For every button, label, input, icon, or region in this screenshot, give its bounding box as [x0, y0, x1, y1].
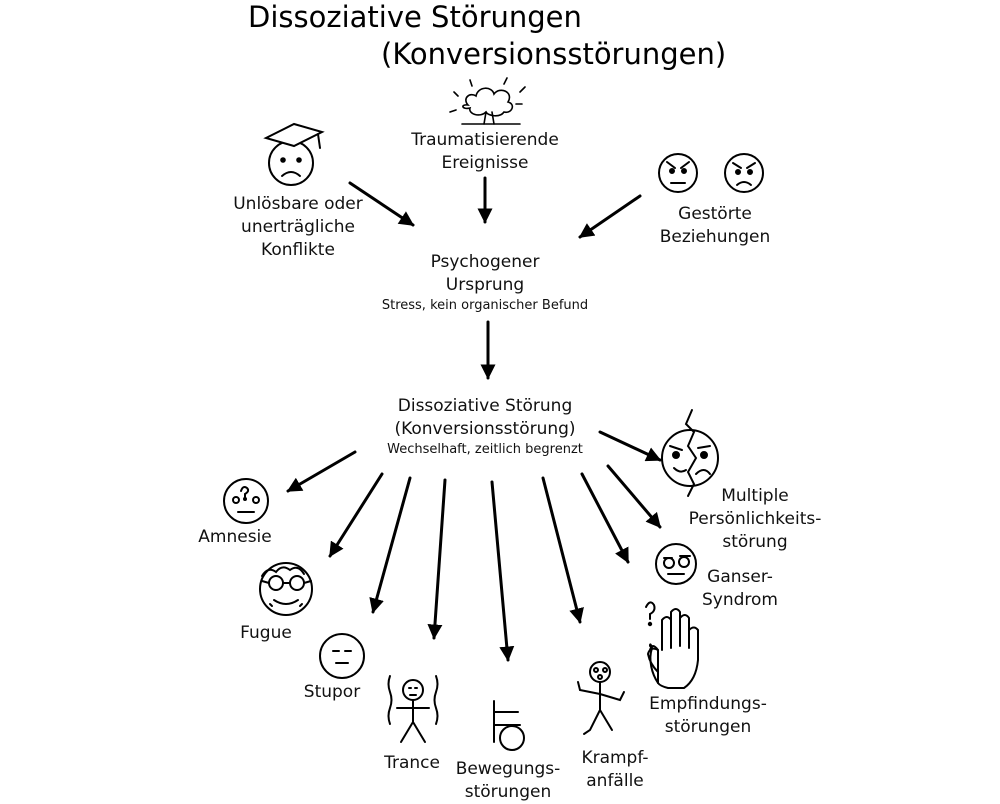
explosion-icon: [450, 78, 525, 124]
label-krampf: Krampf- anfälle: [570, 747, 660, 793]
arrow-to-fugue: [330, 474, 382, 556]
arrow-to-trance: [427, 480, 445, 638]
split-face-icon: [662, 410, 718, 496]
diagram-title-line2: (Konversionsstörungen): [381, 37, 727, 71]
label-bewegung: Bewegungs- störungen: [448, 758, 568, 804]
label-stupor: Stupor: [303, 682, 361, 702]
confused-face-icon: [224, 479, 268, 523]
label-relations-line2: Beziehungen: [659, 227, 771, 247]
label-bewegung-line1: Bewegungs-: [455, 759, 561, 779]
arrow-to-ganser: [608, 466, 660, 527]
label-conflicts-line2: unerträgliche: [241, 217, 355, 237]
arrow-to-bewegung: [492, 482, 515, 660]
label-bewegung-line2: störungen: [464, 782, 552, 802]
label-trauma-line2: Ereignisse: [441, 153, 529, 173]
label-relations: Gestörte Beziehungen: [655, 203, 775, 249]
label-multiple-line3: störung: [722, 532, 788, 552]
wheelchair-icon: [494, 701, 524, 750]
label-multiple-line2: Persönlichkeits-: [688, 509, 822, 529]
label-ganser-line1: Ganser-: [707, 567, 773, 587]
label-disorder-note: Wechselhaft, zeitlich begrenzt: [387, 442, 583, 457]
angry-faces-icon: [659, 154, 763, 192]
arrow-to-krampf: [543, 478, 584, 622]
label-empfindung-line1: Empfindungs-: [649, 694, 767, 714]
label-multiple: Multiple Persönlichkeits- störung: [680, 485, 830, 554]
arrow-relations-to-origin: [580, 196, 640, 237]
label-disorder-line1: Dissoziative Störung: [397, 396, 573, 416]
blank-face-icon: [320, 634, 364, 678]
label-empfindung-line2: störungen: [664, 717, 752, 737]
label-trauma: Traumatisierende Ereignisse: [405, 129, 565, 175]
convulsing-figure-icon: [578, 662, 624, 734]
hand-icon: [646, 602, 698, 688]
label-conflicts-line3: Konflikte: [261, 240, 335, 260]
label-origin: Psychogener Ursprung Stress, kein organi…: [360, 251, 610, 315]
label-disorder-line2: (Konversionsstörung): [394, 419, 576, 439]
label-origin-line1: Psychogener: [430, 252, 540, 272]
arrow-to-multiple: [600, 432, 660, 460]
graduate-sad-face-icon: [266, 124, 322, 185]
arrow-to-empfindung: [582, 474, 628, 562]
label-multiple-line1: Multiple: [721, 486, 789, 506]
label-conflicts: Unlösbare oder unerträgliche Konflikte: [218, 193, 378, 262]
label-krampf-line1: Krampf-: [581, 748, 649, 768]
trembling-figure-icon: [389, 676, 438, 742]
label-ganser: Ganser- Syndrom: [690, 566, 790, 612]
arrow-to-amnesie: [288, 452, 355, 491]
arrow-conflicts-to-origin: [350, 183, 413, 225]
label-conflicts-line1: Unlösbare oder: [233, 194, 363, 214]
label-relations-line1: Gestörte: [678, 204, 752, 224]
label-disorder: Dissoziative Störung (Konversionsstörung…: [360, 395, 610, 459]
glasses-face-icon: [260, 563, 312, 615]
label-origin-line2: Ursprung: [445, 275, 525, 295]
label-empfindung: Empfindungs- störungen: [638, 693, 778, 739]
label-ganser-line2: Syndrom: [702, 590, 778, 610]
squinting-face-icon: [656, 544, 696, 584]
label-fugue: Fugue: [240, 623, 292, 643]
label-origin-note: Stress, kein organischer Befund: [381, 298, 589, 313]
label-trance: Trance: [384, 753, 440, 773]
label-amnesie: Amnesie: [198, 527, 272, 547]
arrow-to-stupor: [369, 478, 410, 612]
diagram-title-line1: Dissoziative Störungen: [248, 0, 582, 34]
label-trauma-line1: Traumatisierende: [411, 130, 559, 150]
label-krampf-line2: anfälle: [586, 771, 644, 791]
